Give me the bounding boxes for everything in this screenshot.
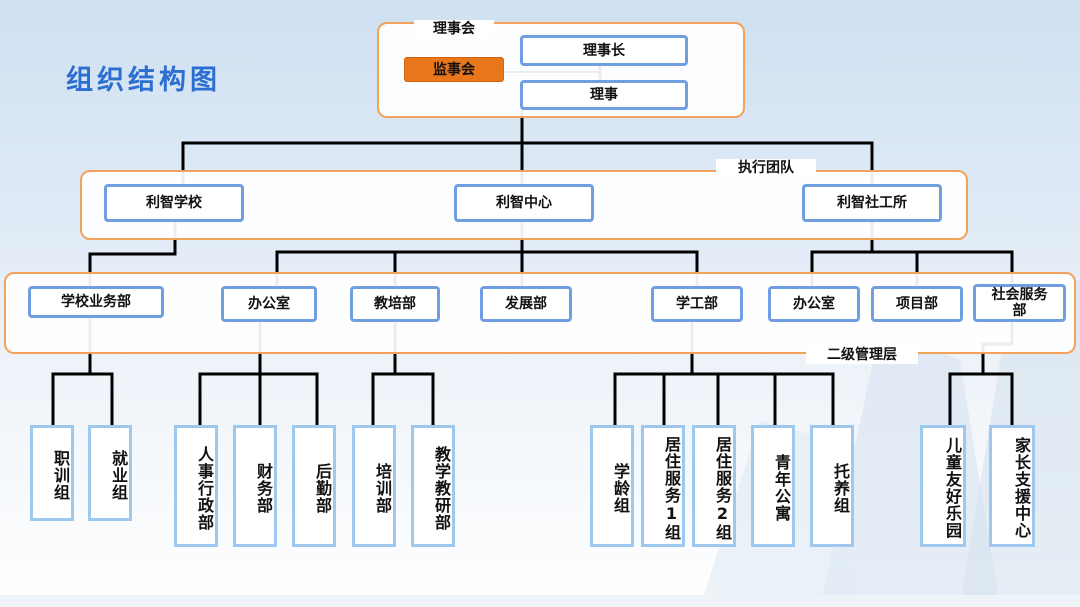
team-teaching-research: 教学教研部 xyxy=(411,425,455,547)
team-child-friendly-park: 儿童友好乐园 xyxy=(920,425,966,547)
second-level-panel-label: 二级管理层 xyxy=(806,346,918,364)
exec-unit-center: 利智中心 xyxy=(454,184,594,222)
team-residential-1: 居住服务1组 xyxy=(641,425,685,547)
team-vocational-training: 职训组 xyxy=(30,425,74,521)
team-school-age: 学龄组 xyxy=(590,425,634,547)
executive-panel-label: 执行团队 xyxy=(716,159,816,177)
team-residential-2: 居住服务2组 xyxy=(692,425,736,547)
team-employment: 就业组 xyxy=(88,425,132,521)
supervisors-box: 监事会 xyxy=(404,57,504,82)
dept-social-service: 社会服务部 xyxy=(973,284,1066,322)
page-title: 组织结构图 xyxy=(66,65,221,96)
exec-unit-school: 利智学校 xyxy=(104,184,244,222)
team-hr-admin: 人事行政部 xyxy=(174,425,218,547)
team-care: 托养组 xyxy=(810,425,854,547)
exec-unit-social-work: 利智社工所 xyxy=(802,184,942,222)
team-logistics: 后勤部 xyxy=(292,425,336,547)
team-parent-support: 家长支援中心 xyxy=(989,425,1035,547)
board-panel-label: 理事会 xyxy=(414,20,494,38)
team-finance: 财务部 xyxy=(233,425,277,547)
dept-office-1: 办公室 xyxy=(221,286,317,322)
team-youth-apartment: 青年公寓 xyxy=(751,425,795,547)
dept-office-2: 办公室 xyxy=(768,286,860,322)
dept-development: 发展部 xyxy=(480,286,572,322)
team-training: 培训部 xyxy=(352,425,396,547)
dept-projects: 项目部 xyxy=(871,286,963,322)
chairman-box: 理事长 xyxy=(520,35,688,66)
dept-school-business: 学校业务部 xyxy=(28,286,164,318)
dept-teaching-training: 教培部 xyxy=(350,286,440,322)
directors-box: 理事 xyxy=(520,80,688,110)
dept-student-affairs: 学工部 xyxy=(651,286,743,322)
